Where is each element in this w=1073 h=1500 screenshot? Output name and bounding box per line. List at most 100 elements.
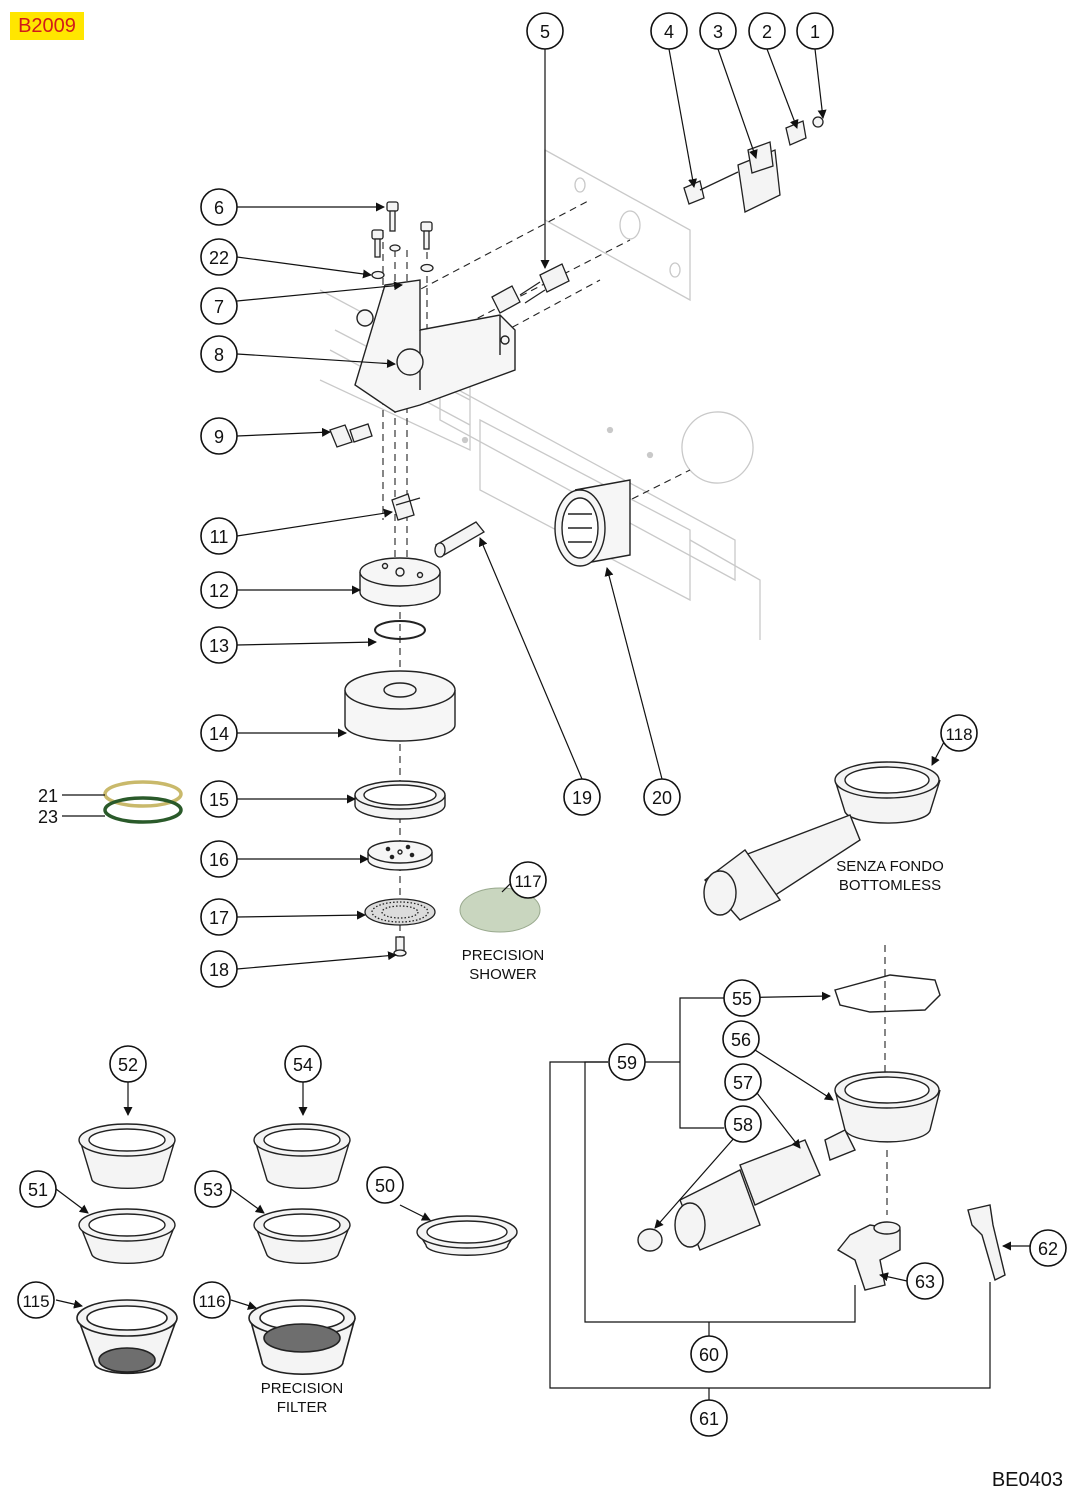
pressure-gauge-20 — [554, 479, 631, 567]
drawing-code: BE0403 — [991, 1469, 1063, 1491]
callout-11: 11 — [200, 517, 238, 555]
callout-62: 62 — [1029, 1229, 1067, 1267]
callout-60: 60 — [690, 1335, 728, 1373]
svg-text:62: 62 — [1038, 1239, 1058, 1259]
precision-filter-note-line1: PRECISION — [260, 1380, 344, 1397]
cover-14 — [344, 670, 456, 742]
callout-116: 116 — [193, 1281, 231, 1319]
bottomless-portafilter-118 — [703, 761, 941, 921]
svg-text:17: 17 — [209, 908, 229, 928]
svg-text:9: 9 — [214, 427, 224, 447]
callout-13: 13 — [200, 626, 238, 664]
gasket-23 — [103, 796, 183, 824]
callout-63: 63 — [906, 1262, 944, 1300]
svg-text:19: 19 — [572, 788, 592, 808]
handle-57 — [637, 1139, 821, 1252]
svg-text:20: 20 — [652, 788, 672, 808]
filter-basket-54 — [253, 1123, 351, 1190]
svg-text:58: 58 — [733, 1115, 753, 1135]
filter-basket-53 — [253, 1208, 351, 1265]
callout-55: 55 — [723, 979, 761, 1017]
svg-text:3: 3 — [713, 22, 723, 42]
spout-63 — [836, 1221, 901, 1291]
svg-text:5: 5 — [540, 22, 550, 42]
screw-9 — [329, 423, 373, 448]
spring-55 — [834, 974, 941, 1013]
svg-text:56: 56 — [731, 1030, 751, 1050]
gasket-13 — [374, 620, 426, 640]
shower-holder-16 — [367, 840, 433, 871]
svg-text:11: 11 — [210, 527, 229, 547]
svg-text:15: 15 — [209, 790, 229, 810]
label-21: 21 — [38, 786, 58, 806]
gasket-21 — [103, 780, 183, 808]
callout-5: 5 — [526, 12, 564, 50]
svg-text:54: 54 — [293, 1055, 313, 1075]
callout-59: 59 — [608, 1043, 646, 1081]
callout-118: 118 — [940, 714, 978, 752]
callout-14: 14 — [200, 714, 238, 752]
svg-text:2: 2 — [762, 22, 772, 42]
solenoid-valve — [683, 116, 824, 213]
precision-filter-116 — [248, 1299, 356, 1375]
svg-text:14: 14 — [209, 724, 229, 744]
precision-shower-note-line2: SHOWER — [469, 966, 537, 983]
screw-18 — [393, 936, 407, 957]
svg-text:1: 1 — [810, 22, 820, 42]
svg-text:52: 52 — [118, 1055, 138, 1075]
callout-61: 61 — [690, 1399, 728, 1437]
svg-text:55: 55 — [732, 989, 752, 1009]
callout-12: 12 — [200, 571, 238, 609]
callout-52: 52 — [109, 1045, 147, 1083]
callout-19: 19 — [563, 778, 601, 816]
callout-8: 8 — [200, 335, 238, 373]
callouts: 1 2 3 4 5 6 7 8 9 11 12 13 14 15 16 17 1… — [17, 12, 1067, 1437]
svg-text:22: 22 — [209, 248, 229, 268]
callout-7: 7 — [200, 287, 238, 325]
bottomless-note-line2: BOTTOMLESS — [838, 877, 942, 894]
svg-text:50: 50 — [375, 1176, 395, 1196]
label-23: 23 — [38, 807, 58, 827]
callout-54: 54 — [284, 1045, 322, 1083]
callout-3: 3 — [699, 12, 737, 50]
callout-22: 22 — [200, 238, 238, 276]
callout-50: 50 — [366, 1166, 404, 1204]
precision-filter-note: PRECISION FILTER — [242, 1379, 362, 1417]
callout-53: 53 — [194, 1170, 232, 1208]
svg-text:8: 8 — [214, 345, 224, 365]
precision-filter-note-line2: FILTER — [276, 1399, 328, 1416]
svg-text:51: 51 — [28, 1180, 48, 1200]
callout-6: 6 — [200, 188, 238, 226]
callout-15: 15 — [200, 780, 238, 818]
blind-filter-50 — [416, 1215, 518, 1256]
svg-text:4: 4 — [664, 22, 674, 42]
svg-text:115: 115 — [22, 1292, 49, 1311]
leader-lines — [55, 48, 1030, 1400]
ring-15 — [354, 780, 446, 820]
callout-117: 117 — [509, 861, 547, 899]
precision-filter-115 — [76, 1299, 178, 1375]
svg-text:7: 7 — [214, 297, 224, 317]
callout-51: 51 — [19, 1170, 57, 1208]
portafilter-56 — [824, 1071, 941, 1161]
screws-6 — [371, 201, 434, 280]
svg-text:118: 118 — [945, 725, 972, 744]
callout-17: 17 — [200, 898, 238, 936]
spout-62 — [967, 1204, 1006, 1282]
callout-1: 1 — [796, 12, 834, 50]
svg-text:59: 59 — [617, 1053, 637, 1073]
svg-text:116: 116 — [198, 1292, 225, 1311]
bottomless-note: SENZA FONDO BOTTOMLESS — [820, 857, 960, 895]
shower-17 — [364, 898, 436, 926]
callout-56: 56 — [722, 1020, 760, 1058]
callout-4: 4 — [650, 12, 688, 50]
part-11 — [391, 493, 421, 521]
callout-20: 20 — [643, 778, 681, 816]
pin-19 — [434, 521, 485, 558]
precision-shower-note-line1: PRECISION — [461, 947, 545, 964]
precision-shower-note: PRECISION SHOWER — [443, 946, 563, 984]
callout-9: 9 — [200, 417, 238, 455]
svg-text:18: 18 — [209, 960, 229, 980]
svg-text:117: 117 — [514, 872, 541, 891]
